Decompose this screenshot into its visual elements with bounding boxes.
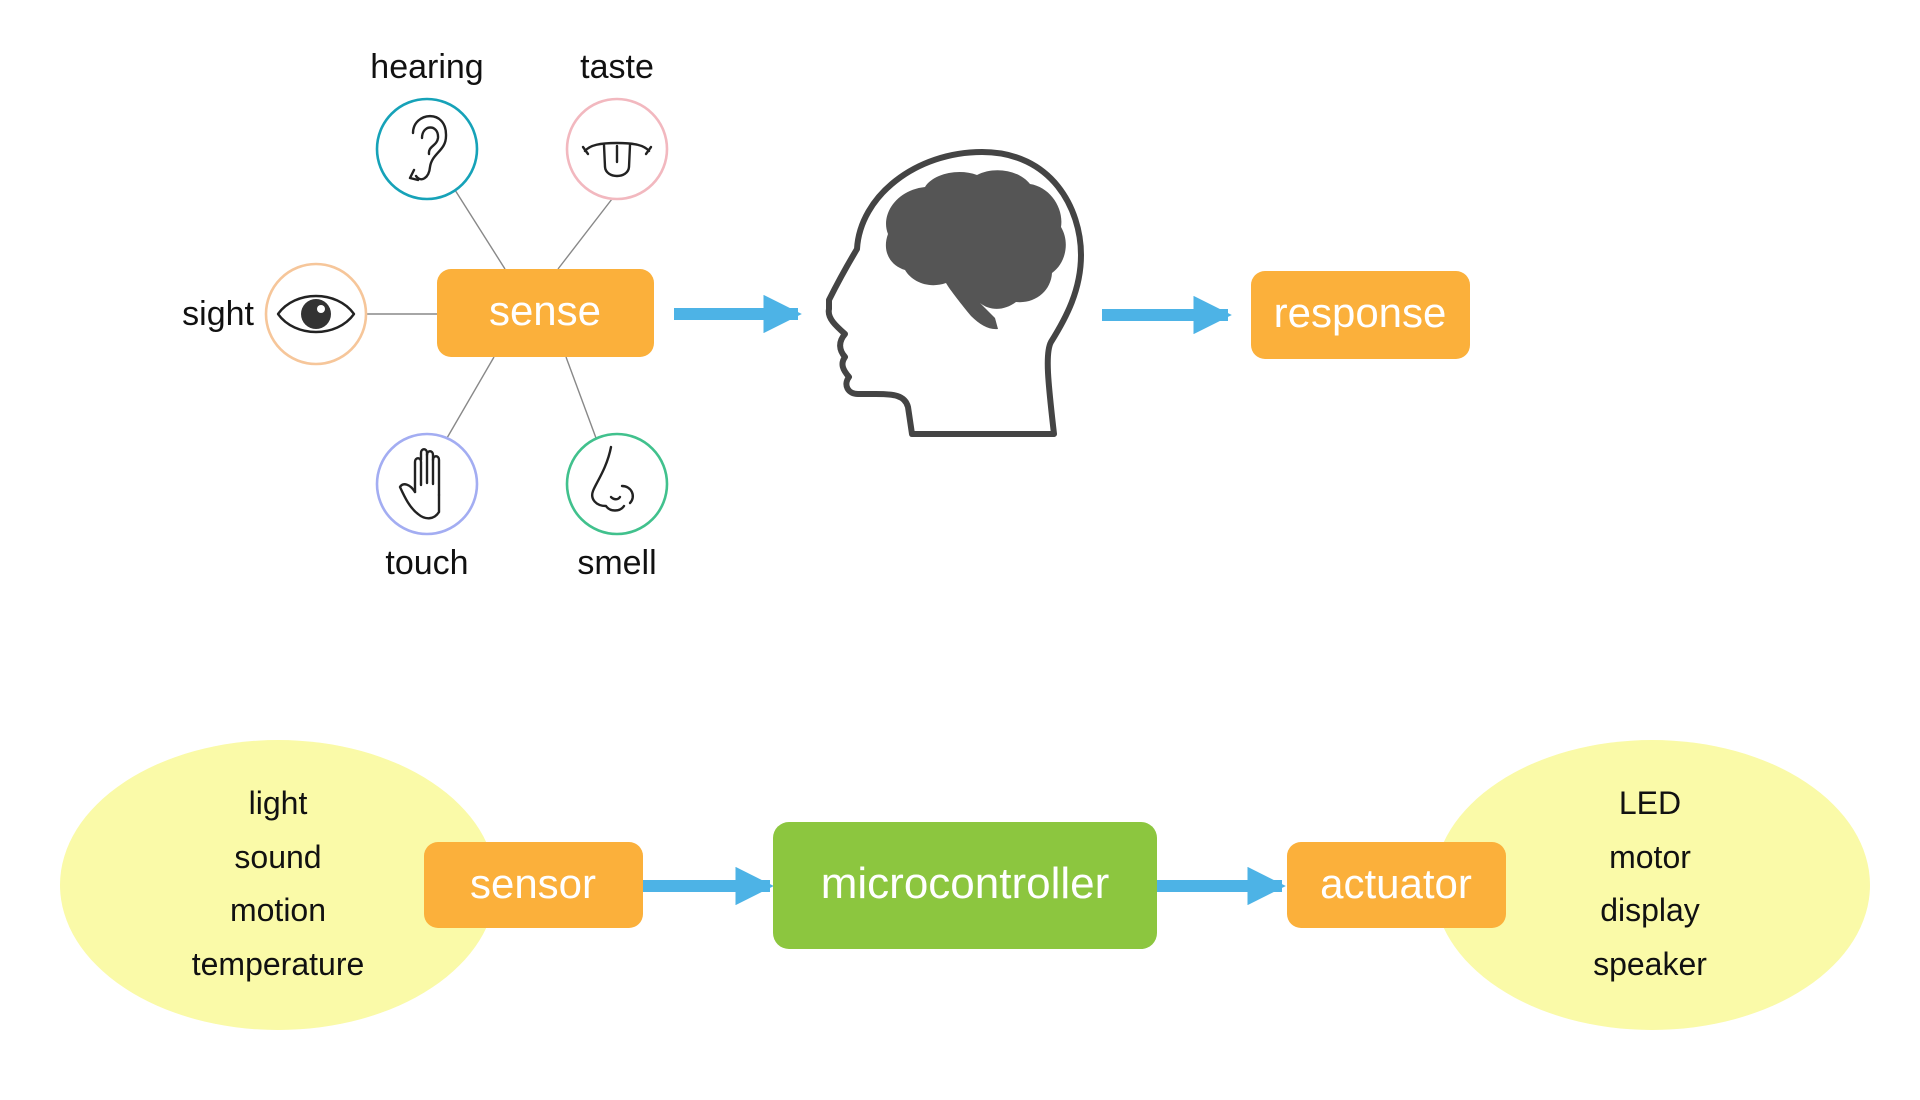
microcontroller-box-label: microcontroller	[821, 859, 1110, 908]
microcontroller-box: microcontroller	[773, 822, 1157, 949]
touch-label: touch	[385, 544, 468, 582]
input-item: light	[249, 785, 308, 821]
smell-ring	[565, 432, 669, 536]
hearing-label: hearing	[370, 48, 483, 86]
tongue-icon	[581, 141, 653, 178]
connector-hearing	[454, 189, 506, 270]
eye-icon	[276, 294, 356, 334]
connector-smell	[565, 356, 597, 439]
sense-box-label: sense	[489, 287, 601, 334]
ear-icon	[408, 114, 448, 182]
outputs-bubble: LED motor display speaker	[1434, 740, 1870, 1030]
connector-taste	[557, 198, 613, 270]
hearing-ring	[375, 97, 479, 201]
sense-smell: smell	[565, 432, 669, 582]
output-item: motor	[1609, 839, 1691, 875]
inputs-bubble: light sound motion temperature	[60, 740, 496, 1030]
sense-connectors	[366, 189, 613, 439]
sense-sight: sight	[182, 262, 368, 366]
output-item: LED	[1619, 785, 1681, 821]
connector-touch	[446, 356, 495, 439]
smell-label: smell	[577, 544, 656, 582]
input-item: sound	[234, 839, 321, 875]
sensor-box: sensor	[424, 842, 643, 928]
sensor-box-label: sensor	[470, 860, 596, 907]
nose-icon	[591, 445, 634, 512]
input-item: motion	[230, 892, 326, 928]
sense-hearing: hearing	[370, 48, 484, 201]
actuator-box: actuator	[1287, 842, 1506, 928]
taste-label: taste	[580, 48, 654, 86]
sense-box: sense	[437, 269, 654, 357]
sense-taste: taste	[565, 48, 669, 201]
input-item: temperature	[192, 946, 365, 982]
response-box: response	[1251, 271, 1470, 359]
hand-icon	[398, 448, 441, 520]
head-with-brain-icon	[825, 149, 1084, 437]
output-item: speaker	[1593, 946, 1707, 982]
output-item: display	[1600, 892, 1700, 928]
actuator-box-label: actuator	[1320, 860, 1472, 907]
sight-label: sight	[182, 295, 254, 333]
response-box-label: response	[1274, 289, 1447, 336]
sense-touch: touch	[375, 432, 479, 582]
